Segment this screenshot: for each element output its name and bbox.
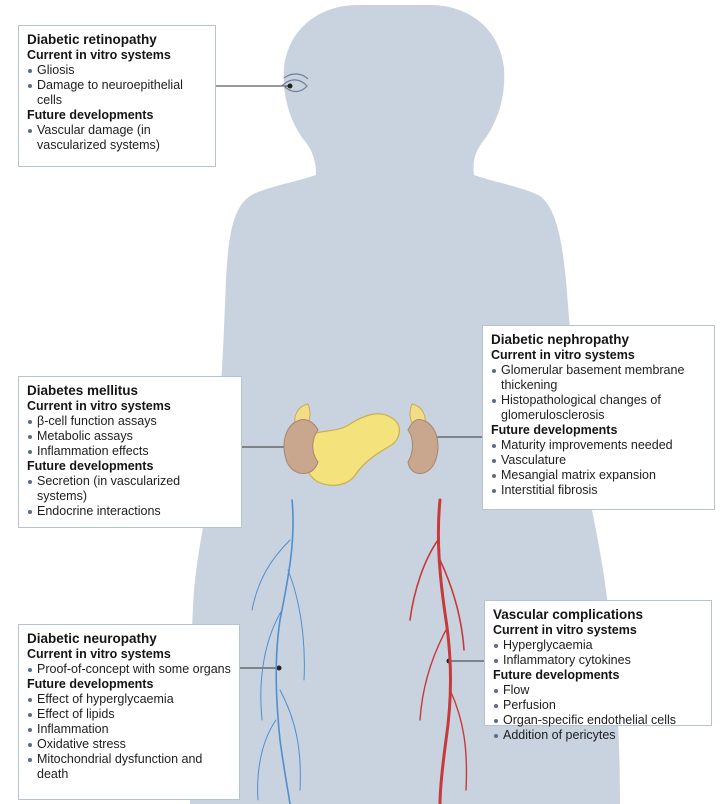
list-item: Perfusion bbox=[493, 698, 703, 713]
vascular-box: Vascular complications Current in vitro … bbox=[484, 600, 712, 726]
nephropathy-future-list: Maturity improvements needed Vasculature… bbox=[491, 438, 706, 498]
list-item: Hyperglycaemia bbox=[493, 638, 703, 653]
vascular-title: Vascular complications bbox=[493, 606, 703, 623]
mellitus-future-list: Secretion (in vascularized systems) Endo… bbox=[27, 474, 233, 519]
list-item: Proof-of-concept with some organs bbox=[27, 662, 231, 677]
retinopathy-future-list: Vascular damage (in vascularized systems… bbox=[27, 123, 207, 153]
nephropathy-future-heading: Future developments bbox=[491, 423, 706, 438]
list-item: Mesangial matrix expansion bbox=[491, 468, 706, 483]
list-item: Gliosis bbox=[27, 63, 207, 78]
vascular-future-list: Flow Perfusion Organ-specific endothelia… bbox=[493, 683, 703, 743]
neuropathy-future-list: Effect of hyperglycaemia Effect of lipid… bbox=[27, 692, 231, 782]
nephropathy-box: Diabetic nephropathy Current in vitro sy… bbox=[482, 325, 715, 510]
retinopathy-connector-dot bbox=[288, 84, 293, 89]
retinopathy-future-heading: Future developments bbox=[27, 108, 207, 123]
mellitus-future-heading: Future developments bbox=[27, 459, 233, 474]
list-item: Mitochondrial dysfunction and death bbox=[27, 752, 231, 782]
nephropathy-current-heading: Current in vitro systems bbox=[491, 348, 706, 363]
retinopathy-current-list: Gliosis Damage to neuroepithelial cells bbox=[27, 63, 207, 108]
list-item: Interstitial fibrosis bbox=[491, 483, 706, 498]
nephropathy-current-list: Glomerular basement membrane thickening … bbox=[491, 363, 706, 423]
vascular-current-list: Hyperglycaemia Inflammatory cytokines bbox=[493, 638, 703, 668]
list-item: Effect of hyperglycaemia bbox=[27, 692, 231, 707]
neuropathy-current-heading: Current in vitro systems bbox=[27, 647, 231, 662]
neuropathy-title: Diabetic neuropathy bbox=[27, 630, 231, 647]
list-item: Inflammation effects bbox=[27, 444, 233, 459]
left-kidney bbox=[284, 419, 318, 473]
list-item: Vasculature bbox=[491, 453, 706, 468]
mellitus-box: Diabetes mellitus Current in vitro syste… bbox=[18, 376, 242, 528]
list-item: Vascular damage (in vascularized systems… bbox=[27, 123, 207, 153]
list-item: Effect of lipids bbox=[27, 707, 231, 722]
neuropathy-future-heading: Future developments bbox=[27, 677, 231, 692]
mellitus-current-list: β-cell function assays Metabolic assays … bbox=[27, 414, 233, 459]
retinopathy-current-heading: Current in vitro systems bbox=[27, 48, 207, 63]
retinopathy-box: Diabetic retinopathy Current in vitro sy… bbox=[18, 25, 216, 167]
list-item: Secretion (in vascularized systems) bbox=[27, 474, 233, 504]
mellitus-current-heading: Current in vitro systems bbox=[27, 399, 233, 414]
list-item: Oxidative stress bbox=[27, 737, 231, 752]
vascular-current-heading: Current in vitro systems bbox=[493, 623, 703, 638]
list-item: Endocrine interactions bbox=[27, 504, 233, 519]
mellitus-title: Diabetes mellitus bbox=[27, 382, 233, 399]
nephropathy-title: Diabetic nephropathy bbox=[491, 331, 706, 348]
retinopathy-title: Diabetic retinopathy bbox=[27, 31, 207, 48]
list-item: Glomerular basement membrane thickening bbox=[491, 363, 706, 393]
vascular-future-heading: Future developments bbox=[493, 668, 703, 683]
list-item: Inflammation bbox=[27, 722, 231, 737]
list-item: Histopathological changes of glomerulosc… bbox=[491, 393, 706, 423]
list-item: Metabolic assays bbox=[27, 429, 233, 444]
neuropathy-current-list: Proof-of-concept with some organs bbox=[27, 662, 231, 677]
list-item: Flow bbox=[493, 683, 703, 698]
list-item: Addition of pericytes bbox=[493, 728, 703, 743]
list-item: Inflammatory cytokines bbox=[493, 653, 703, 668]
list-item: β-cell function assays bbox=[27, 414, 233, 429]
neuropathy-box: Diabetic neuropathy Current in vitro sys… bbox=[18, 624, 240, 800]
list-item: Organ-specific endothelial cells bbox=[493, 713, 703, 728]
list-item: Damage to neuroepithelial cells bbox=[27, 78, 207, 108]
list-item: Maturity improvements needed bbox=[491, 438, 706, 453]
